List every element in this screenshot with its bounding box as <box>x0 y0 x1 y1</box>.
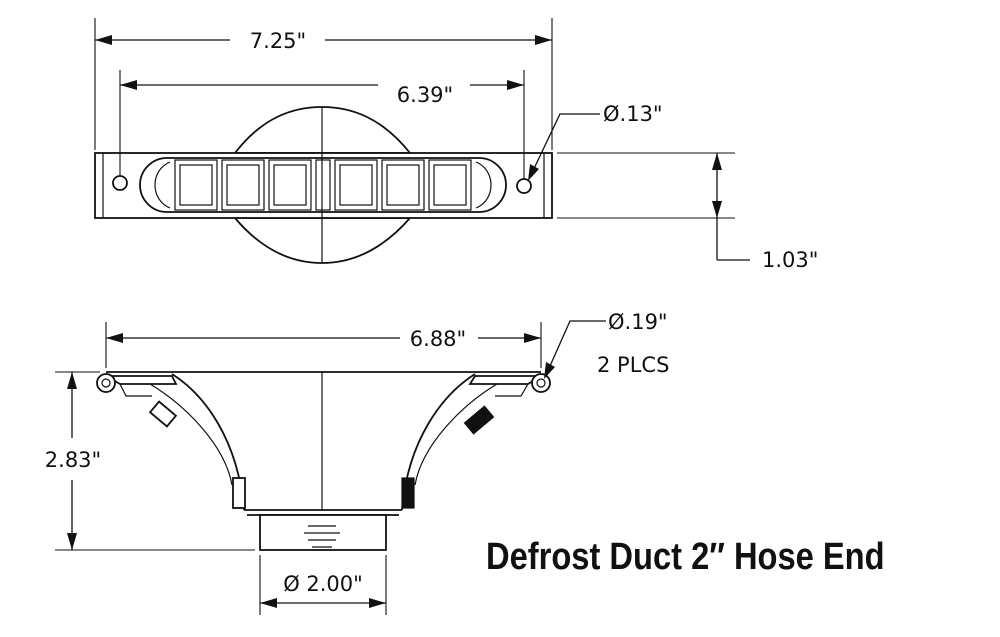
top-view-bar <box>94 152 553 219</box>
dim-overall-length: 7.25" <box>94 18 553 150</box>
large-hole-qty-label: 2 PLCS <box>597 353 669 377</box>
large-hole-dia-label: Ø.19" <box>608 310 668 334</box>
overall-length-label: 7.25" <box>250 29 306 53</box>
hole-spacing-label: 6.39" <box>397 83 453 107</box>
dim-overall-height: 2.83" <box>45 371 255 551</box>
outlet-slot <box>139 157 507 213</box>
mount-hole-right <box>531 373 551 393</box>
dim-hole-spacing: 6.39" <box>119 70 525 179</box>
height-top-label: 1.03" <box>762 248 818 272</box>
flange-length-label: 6.88" <box>410 327 466 351</box>
clip-left <box>232 477 246 509</box>
leader-large-hole: Ø.19" 2 PLCS <box>544 310 669 379</box>
dim-flange-length: 6.88" <box>105 322 542 368</box>
dim-height-top: 1.03" <box>557 152 818 272</box>
drawing-title: Defrost Duct 2″ Hose End <box>486 535 885 578</box>
latch-left <box>148 400 178 428</box>
leader-small-hole: Ø.13" <box>528 102 663 181</box>
top-view <box>94 106 553 264</box>
front-view <box>96 371 551 551</box>
hose-dia-label: Ø 2.00" <box>283 572 363 596</box>
clip-right <box>401 477 415 509</box>
overall-height-label: 2.83" <box>45 448 101 472</box>
mount-hole-left <box>96 373 116 393</box>
small-hole-dia-label: Ø.13" <box>603 102 663 126</box>
latch-right <box>463 405 495 435</box>
outlet-vanes <box>154 159 492 211</box>
dim-hose-dia: Ø 2.00" <box>259 555 387 615</box>
